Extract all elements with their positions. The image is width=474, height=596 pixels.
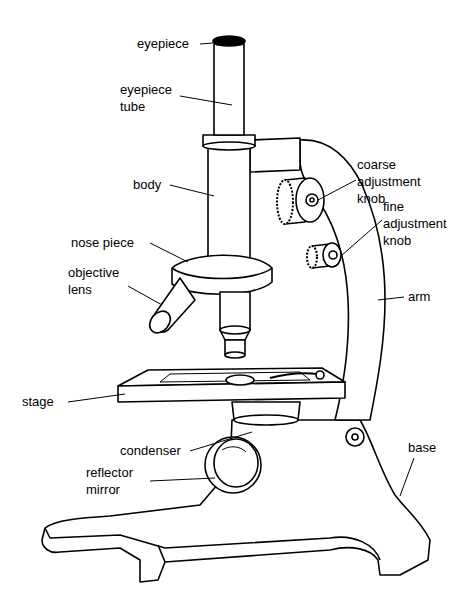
part-label: objective lens [68, 264, 134, 298]
part-label: reflector mirror [86, 464, 152, 498]
part-label: arm [408, 288, 430, 305]
part-label: condenser [120, 442, 181, 459]
part-label: fine adjustment knob [383, 198, 459, 249]
part-label: body [133, 176, 161, 193]
part-label: nose piece [71, 234, 134, 251]
part-label: stage [22, 393, 54, 410]
part-label: base [408, 439, 436, 456]
part-label: eyepiece tube [120, 81, 182, 115]
part-label: eyepiece [137, 35, 189, 52]
